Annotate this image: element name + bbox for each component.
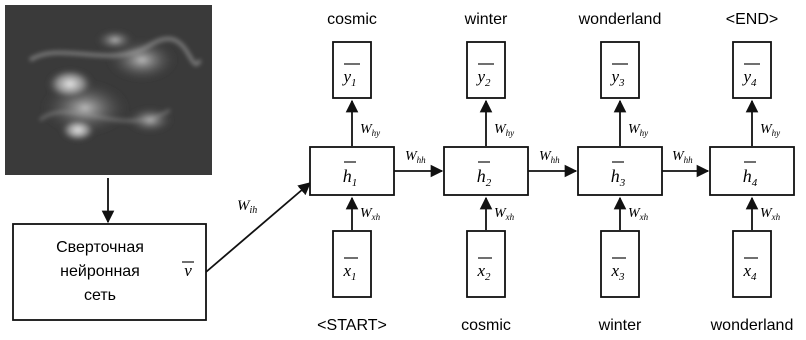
input-node-label: x3	[610, 261, 625, 283]
hidden-node-label: h2	[477, 166, 492, 189]
hidden-node	[709, 146, 795, 196]
input-to-hidden-weight-label: Wxh	[760, 206, 781, 222]
hidden-to-output-weight-label: Why	[360, 122, 380, 138]
input-word: wonderland	[710, 317, 794, 334]
input-node	[332, 230, 372, 298]
image-to-hidden-weight-label: Wih	[237, 198, 257, 216]
output-node-label: y4	[741, 67, 757, 89]
hidden-node-label: h1	[343, 166, 358, 189]
input-to-hidden-weight-label: Wxh	[494, 206, 515, 222]
input-node-label: x2	[476, 261, 491, 283]
nebula-image	[5, 5, 212, 175]
cnn-label-line2: нейронная	[60, 263, 140, 280]
hidden-to-hidden-weight-label: Whh	[405, 149, 426, 165]
output-node-label: y3	[609, 67, 625, 89]
input-node	[466, 230, 506, 298]
output-node	[332, 41, 372, 99]
output-node	[600, 41, 640, 99]
input-word: cosmic	[461, 317, 511, 334]
output-word: <END>	[726, 11, 778, 28]
cnn-label-line1: Сверточная	[56, 239, 144, 256]
output-node-label: y2	[475, 67, 491, 89]
hidden-to-hidden-weight-label: Whh	[672, 149, 693, 165]
hidden-to-output-weight-label: Why	[494, 122, 514, 138]
hidden-to-output-weight-label: Why	[628, 122, 648, 138]
hidden-node-label: h3	[611, 166, 626, 189]
input-to-hidden-weight-label: Wxh	[628, 206, 649, 222]
output-word: cosmic	[327, 11, 377, 28]
input-word: <START>	[317, 317, 387, 334]
input-node-label: x4	[742, 261, 757, 283]
input-node-label: x1	[342, 261, 356, 283]
output-node-label: y1	[341, 67, 356, 89]
hidden-node	[443, 146, 529, 196]
image-feature-vector-label: v	[184, 261, 192, 280]
input-node	[600, 230, 640, 298]
cnn-label-line3: сеть	[84, 287, 116, 304]
hidden-node-label: h4	[743, 166, 758, 189]
cnn-block: Сверточная нейронная сеть v	[12, 223, 207, 321]
output-word: winter	[464, 11, 508, 28]
hidden-to-hidden-weight-label: Whh	[539, 149, 560, 165]
output-node	[732, 41, 772, 99]
hidden-to-output-weight-label: Why	[760, 122, 780, 138]
output-word: wonderland	[578, 11, 662, 28]
input-node	[732, 230, 772, 298]
output-node	[466, 41, 506, 99]
input-word: winter	[598, 317, 642, 334]
input-to-hidden-weight-label: Wxh	[360, 206, 381, 222]
hidden-node	[309, 146, 395, 196]
image-to-hidden-arrow	[205, 182, 311, 273]
hidden-node	[577, 146, 663, 196]
